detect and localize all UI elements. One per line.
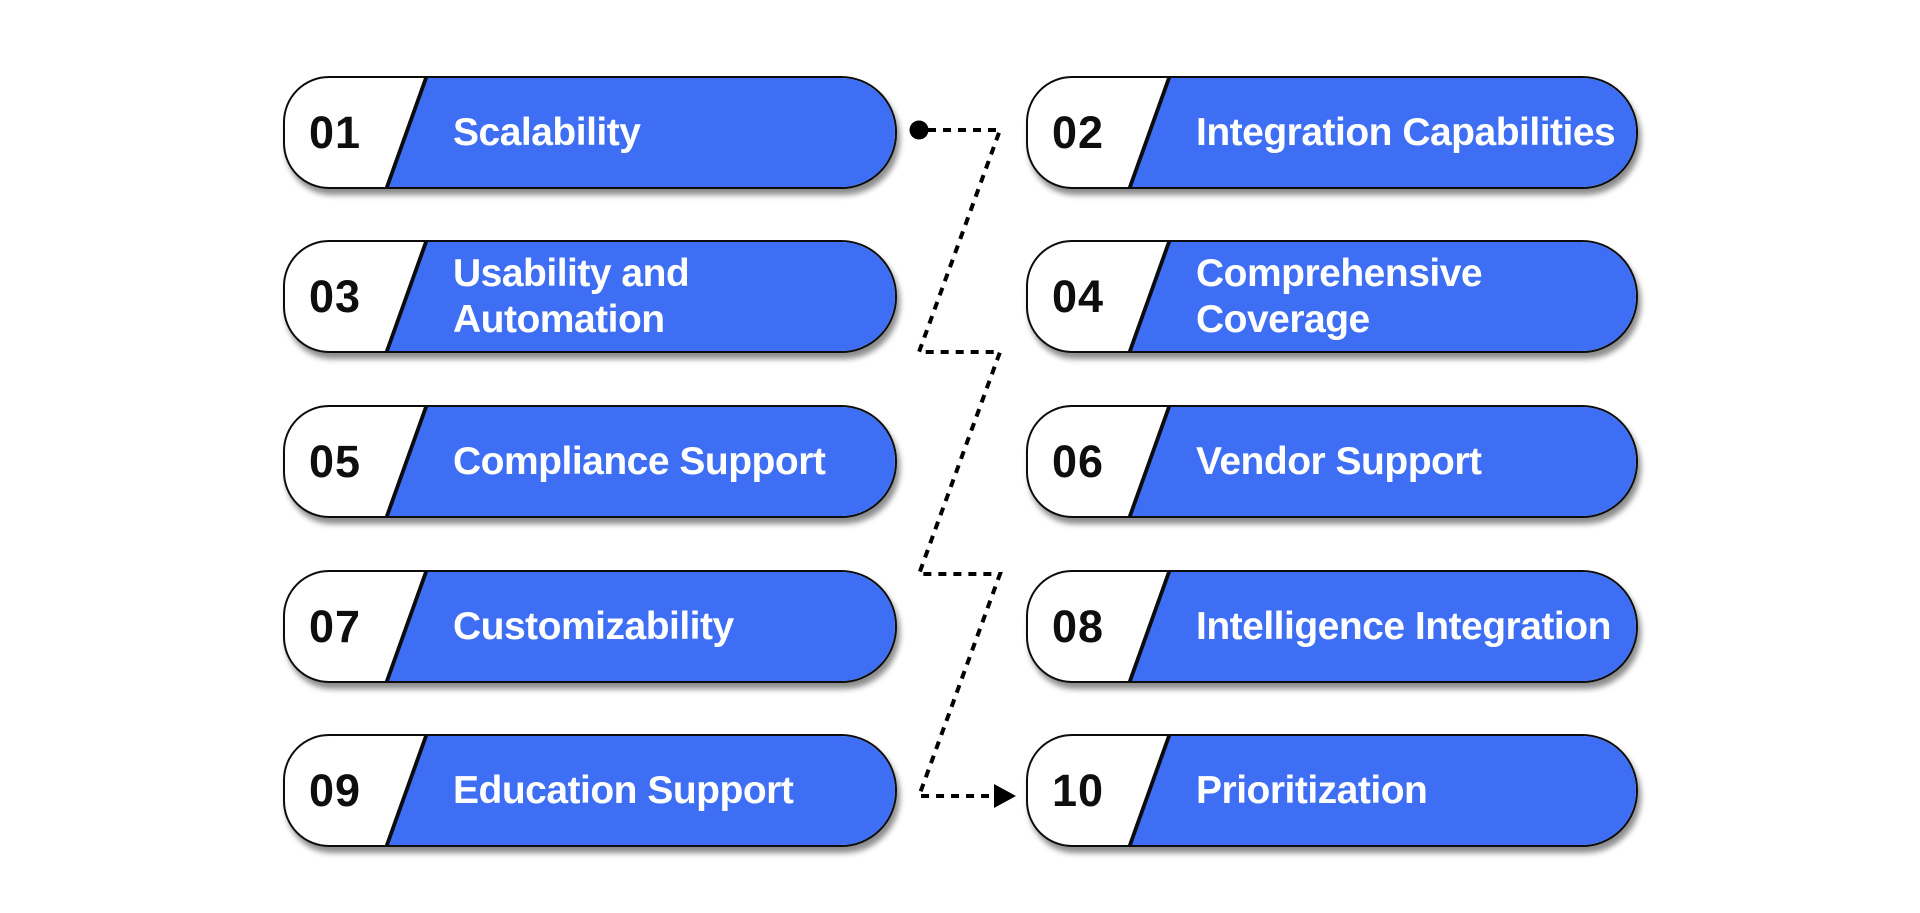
pill-07-customizability: Customizability 07 [283, 570, 897, 683]
pill-02-number: 02 [1051, 106, 1105, 158]
pill-04-label: Comprehensive Coverage [1196, 252, 1483, 341]
pill-10-number: 10 [1051, 764, 1105, 816]
pill-08-intelligence-integration: Intelligence Integration 08 [1026, 570, 1638, 683]
connector-start-dot-icon [909, 120, 929, 140]
pill-01-label: Scalability [453, 110, 641, 154]
pill-02-label-area: Integration Capabilities [1128, 78, 1636, 187]
pill-01-scalability: Scalability 01 [283, 76, 897, 189]
pill-06-label-area: Vendor Support [1128, 407, 1636, 516]
pill-04-comprehensive-coverage: Comprehensive Coverage 04 [1026, 240, 1638, 353]
pill-08-label-area: Intelligence Integration [1128, 572, 1636, 681]
pill-01-number: 01 [308, 106, 362, 158]
pill-02-label: Integration Capabilities [1196, 110, 1616, 154]
connector-zigzag-dashed-line [916, 128, 1003, 798]
pill-05-compliance-support: Compliance Support 05 [283, 405, 897, 518]
pill-06-label: Vendor Support [1196, 439, 1482, 483]
pill-06-number: 06 [1051, 435, 1105, 487]
pill-09-label: Education Support [453, 768, 794, 812]
flow-connector [909, 120, 1016, 808]
pill-09-label-area: Education Support [385, 736, 895, 845]
pill-03-label: Usability and Automation [453, 252, 690, 341]
pill-06-vendor-support: Vendor Support 06 [1026, 405, 1638, 518]
pill-03-label-area: Usability and Automation [385, 242, 895, 351]
pill-01-label-area: Scalability [385, 78, 895, 187]
pill-05-label-area: Compliance Support [385, 407, 895, 516]
pill-05-label: Compliance Support [453, 439, 826, 483]
pill-09-number: 09 [308, 764, 362, 816]
pill-09-education-support: Education Support 09 [283, 734, 897, 847]
connector-arrowhead-icon [994, 784, 1016, 808]
pill-08-label: Intelligence Integration [1196, 604, 1611, 648]
pill-04-number: 04 [1051, 270, 1105, 322]
pill-05-number: 05 [308, 435, 362, 487]
pill-08-number: 08 [1051, 600, 1105, 652]
pill-02-integration-capabilities: Integration Capabilities 02 [1026, 76, 1638, 189]
pill-10-label: Prioritization [1196, 768, 1428, 812]
pill-03-number: 03 [308, 270, 362, 322]
pill-07-number: 07 [308, 600, 362, 652]
pill-07-label-area: Customizability [385, 572, 895, 681]
pill-03-usability-and-automation: Usability and Automation 03 [283, 240, 897, 353]
pill-10-prioritization: Prioritization 10 [1026, 734, 1638, 847]
pill-07-label: Customizability [453, 604, 734, 648]
pill-10-label-area: Prioritization [1128, 736, 1636, 845]
pill-04-label-area: Comprehensive Coverage [1128, 242, 1636, 351]
